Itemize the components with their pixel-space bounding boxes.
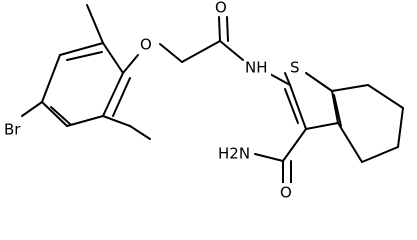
- bond-ring-o: [122, 54, 139, 74]
- bond-n-c: [269, 73, 291, 86]
- bond-thio-3: [305, 122, 339, 130]
- bond-co-2: [226, 16, 229, 42]
- bond-ring-c5-inner: [66, 51, 103, 61]
- bond-ring-c3-inner: [112, 77, 131, 117]
- bond-ring-c1-inner: [50, 106, 71, 125]
- bond-thio-4: [289, 84, 307, 130]
- bond-lines: [21, 4, 404, 191]
- bond-thio-4-inner: [284, 88, 299, 124]
- bond-cy-3: [397, 107, 404, 148]
- bond-amide-n: [254, 153, 284, 162]
- bond-methyl-bottom-end: [129, 125, 151, 140]
- molecule-structure-diagram: Br O O NH S H2N O: [2, 0, 404, 201]
- atom-labels: Br O O NH S H2N O: [2, 0, 304, 201]
- amide-oxygen-label-bg: [279, 183, 293, 201]
- bond-thio-1: [284, 72, 291, 86]
- sulfur-label: S: [290, 59, 300, 77]
- bond-ring-c4: [102, 42, 124, 74]
- amide-oxygen-label: O: [280, 184, 292, 202]
- bromine-label: Br: [4, 121, 21, 139]
- bond-thio-2: [331, 90, 339, 124]
- bond-amide-c: [282, 128, 307, 162]
- bond-ring-c1: [41, 101, 68, 127]
- amine-label-bg: [216, 144, 254, 162]
- bond-cy-2: [367, 84, 404, 109]
- bond-methyl-bottom: [102, 115, 131, 127]
- br-label-bg: [2, 120, 26, 138]
- sulfur-label-bg: [289, 58, 304, 76]
- bond-ring-c2: [66, 115, 104, 127]
- bond-methyl-top: [86, 4, 104, 44]
- bond-ring-c6: [41, 54, 61, 103]
- bond-o-ch2: [159, 43, 183, 63]
- bond-s-c: [305, 72, 333, 92]
- bond-co-1: [218, 16, 221, 42]
- carbonyl-oxygen-label-bg: [214, 0, 228, 16]
- bond-cy-5: [337, 122, 363, 163]
- bond-cy-1: [331, 84, 369, 92]
- amide-nh-label-bg: [244, 58, 271, 76]
- bond-cy-4: [361, 146, 399, 163]
- carbonyl-oxygen-label: O: [215, 0, 227, 17]
- bond-ring-c5: [59, 42, 104, 56]
- bond-ch2-carbonyl: [181, 40, 221, 63]
- bond-thio-2-inner: [333, 94, 342, 127]
- ether-oxygen-label-bg: [139, 35, 153, 53]
- amine-label: H2N: [218, 145, 250, 163]
- bond-c-n: [219, 40, 244, 61]
- amide-nh-label: NH: [245, 59, 268, 77]
- bond-br-ring: [21, 101, 43, 117]
- ether-oxygen-label: O: [140, 36, 152, 54]
- bond-ring-c3: [102, 72, 124, 117]
